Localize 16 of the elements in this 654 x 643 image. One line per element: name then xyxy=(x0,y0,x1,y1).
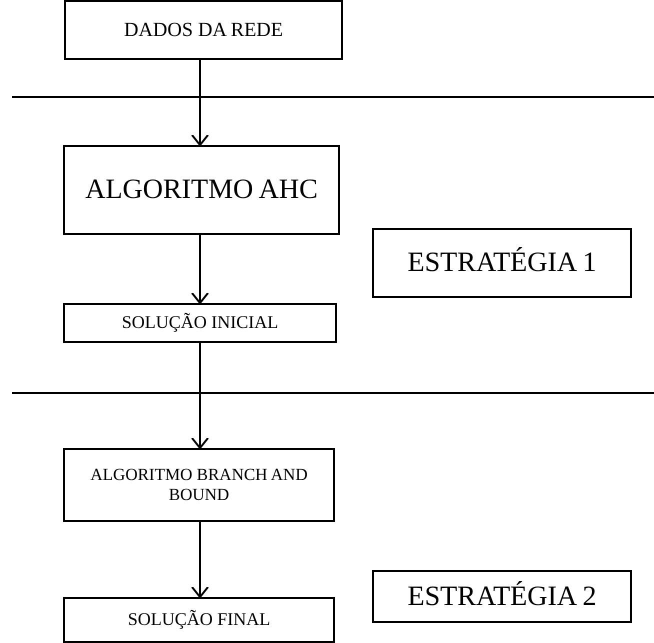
process-box xyxy=(63,145,340,235)
arrow xyxy=(191,235,209,304)
box-label: SOLUÇÃO FINAL xyxy=(128,610,270,630)
arrow xyxy=(191,343,209,449)
process-box xyxy=(372,228,632,298)
process-box xyxy=(63,303,337,343)
process-box xyxy=(372,570,632,623)
arrow xyxy=(191,522,209,598)
arrow xyxy=(191,60,209,146)
box-label: DADOS DA REDE xyxy=(124,19,283,41)
process-box xyxy=(63,448,335,522)
process-box xyxy=(64,0,343,60)
box-label: SOLUÇÃO INICIAL xyxy=(122,313,278,333)
box-label: ALGORITMO BRANCH AND BOUND xyxy=(89,465,309,505)
process-box xyxy=(63,597,335,643)
box-label: ALGORITMO AHC xyxy=(85,176,318,204)
